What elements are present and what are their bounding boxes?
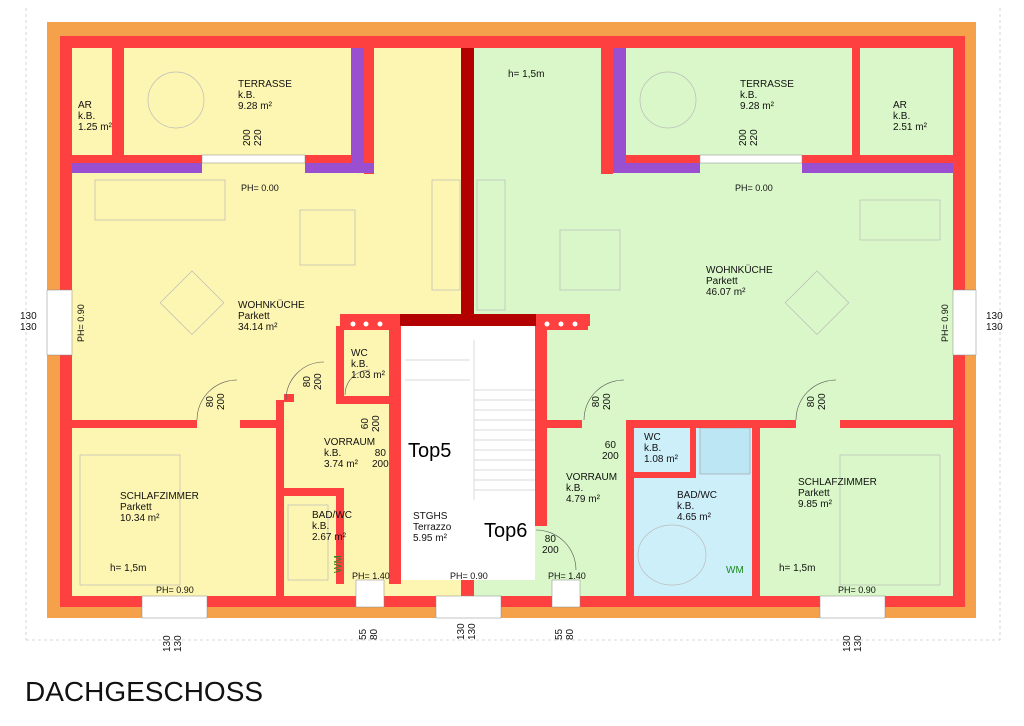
- dim-side-right: 130 130: [986, 311, 1003, 333]
- height-left: h= 1,5m: [110, 563, 147, 574]
- room-wohnkueche-right: WOHNKÜCHE Parkett 46.07 m²: [706, 265, 773, 298]
- height-right-top: h= 1,5m: [508, 69, 545, 80]
- wall-left-h3: [336, 396, 389, 404]
- terrace-left-floor: [124, 48, 351, 155]
- ph-bottom-vorr: PH= 1.40: [548, 571, 586, 581]
- dim-door-wc-right: 60 200: [602, 440, 619, 462]
- room-schlafzimmer-right: SCHLAFZIMMER Parkett 9.85 m²: [798, 477, 877, 510]
- door-swings: [196, 361, 837, 571]
- room-vorraum-left: VORRAUM k.B. 3.74 m²: [324, 437, 376, 470]
- room-terrasse-left: TERRASSE k.B. 9.28 m²: [238, 79, 292, 112]
- dim-terrace-right: 200 220: [738, 129, 760, 146]
- dim-door-vor-left1: 60 200: [360, 415, 382, 432]
- dim-bottom-5: 130 130: [842, 635, 864, 652]
- shower-right: [699, 427, 751, 475]
- window-bottom-4: [551, 579, 581, 608]
- terrace-right-wall-h2: [802, 163, 953, 173]
- room-terrasse-right: TERRASSE k.B. 9.28 m²: [740, 79, 794, 112]
- dim-terrace-left: 200 220: [242, 129, 264, 146]
- ph-bottom-right: PH= 0.90: [838, 585, 876, 595]
- ar-right-wall: [852, 48, 860, 155]
- window-bottom-1: [141, 595, 208, 619]
- room-vorraum-right: VORRAUM k.B. 4.79 m²: [566, 472, 618, 505]
- wall-left-v1: [276, 400, 284, 596]
- dim-door-vor-left2: 80 200: [372, 448, 389, 470]
- window-left: [46, 289, 73, 356]
- ph-left-wall: PH= 0.90: [76, 304, 86, 342]
- wall-left-h2: [276, 488, 336, 496]
- window-bottom-5: [819, 595, 886, 619]
- room-wohnkueche-left: WOHNKÜCHE Parkett 34.14 m²: [238, 300, 305, 333]
- dim-door-sz-right: 80 200: [806, 393, 828, 410]
- terrace-left-wall-v: [351, 48, 364, 164]
- terrace-right-wall-h: [613, 163, 700, 173]
- wall-left-v2: [336, 326, 344, 396]
- dim-bottom-2: 55 80: [358, 628, 380, 640]
- dim-door-top6: 80 200: [542, 534, 559, 556]
- room-schlafzimmer-left: SCHLAFZIMMER Parkett 10.34 m²: [120, 491, 199, 524]
- terrace-right-wall-v: [601, 48, 613, 174]
- wall-right-h1c: [840, 420, 953, 428]
- wall-right-h1: [547, 420, 582, 428]
- dim-bottom-4: 55 80: [554, 628, 576, 640]
- ph-bottom-stghs: PH= 0.90: [450, 571, 488, 581]
- core-wall: [461, 48, 474, 314]
- floor-title: DACHGESCHOSS: [25, 676, 264, 707]
- wall-right-h1b: [626, 420, 796, 428]
- furniture: [79, 71, 941, 586]
- terrace-left-wall-h2: [305, 163, 374, 173]
- terrace-left-wall-v2: [364, 48, 374, 174]
- wall-left-h4: [284, 394, 294, 402]
- room-badwc-right: BAD/WC k.B. 4.65 m²: [677, 490, 717, 523]
- window-bottom-3: [435, 595, 502, 619]
- terrace-right-wall-v2: [613, 48, 626, 164]
- height-right-bottom: h= 1,5m: [779, 563, 816, 574]
- unit-label-top5: Top5: [408, 440, 452, 462]
- dim-bottom-1: 130 130: [162, 635, 184, 652]
- ph-terrace-right: PH= 0.00: [735, 183, 773, 193]
- stair-wall-right: [535, 326, 547, 526]
- dim-door-wk-left: 80 200: [205, 393, 227, 410]
- dim-bottom-3: 130 130: [456, 623, 478, 640]
- room-ar-left: AR k.B. 1.25 m²: [78, 100, 112, 133]
- unit-label-top6: Top6: [484, 520, 528, 542]
- terrace-right-door: [699, 154, 803, 164]
- stair-top-wall: [340, 314, 590, 326]
- staircase-floor: [401, 326, 535, 580]
- ar-left-wall: [112, 48, 124, 155]
- shaft-right: [538, 318, 588, 330]
- wall-left-h1b: [240, 420, 276, 428]
- room-stghs: STGHS Terrazzo 5.95 m²: [413, 511, 452, 544]
- window-right: [952, 289, 977, 356]
- stair-treads: [405, 340, 535, 500]
- wall-right-v1: [626, 425, 634, 596]
- room-badwc-left: BAD/WC k.B. 2.67 m²: [312, 510, 352, 543]
- dim-side-left: 130 130: [20, 311, 37, 333]
- room-ar-right: AR k.B. 2.51 m²: [893, 100, 927, 133]
- wall-left-v3: [336, 488, 344, 584]
- ph-bottom-badl: PH= 1.40: [352, 571, 390, 581]
- room-wc-left: WC k.B. 1.03 m²: [351, 348, 385, 381]
- wall-right-v2: [752, 425, 760, 596]
- washing-machine-right: WM: [726, 565, 744, 576]
- wall-left-h1: [72, 420, 197, 428]
- shaft-left: [344, 318, 396, 330]
- wall-right-h2: [634, 472, 690, 478]
- terrace-left-wall-h: [72, 163, 202, 173]
- washing-machine-left: WM: [333, 555, 344, 573]
- ph-terrace-left: PH= 0.00: [241, 183, 279, 193]
- ph-right-wall: PH= 0.90: [940, 304, 950, 342]
- window-bottom-2: [355, 579, 385, 608]
- ph-bottom-left: PH= 0.90: [156, 585, 194, 595]
- stair-wall-left: [389, 326, 401, 584]
- terrace-left-door: [201, 154, 306, 164]
- wall-right-v3: [690, 425, 696, 478]
- room-wc-right: WC k.B. 1.08 m²: [644, 432, 678, 465]
- dim-door-vor-right: 80 200: [591, 393, 613, 410]
- dim-door-wc-left: 80 200: [302, 373, 324, 390]
